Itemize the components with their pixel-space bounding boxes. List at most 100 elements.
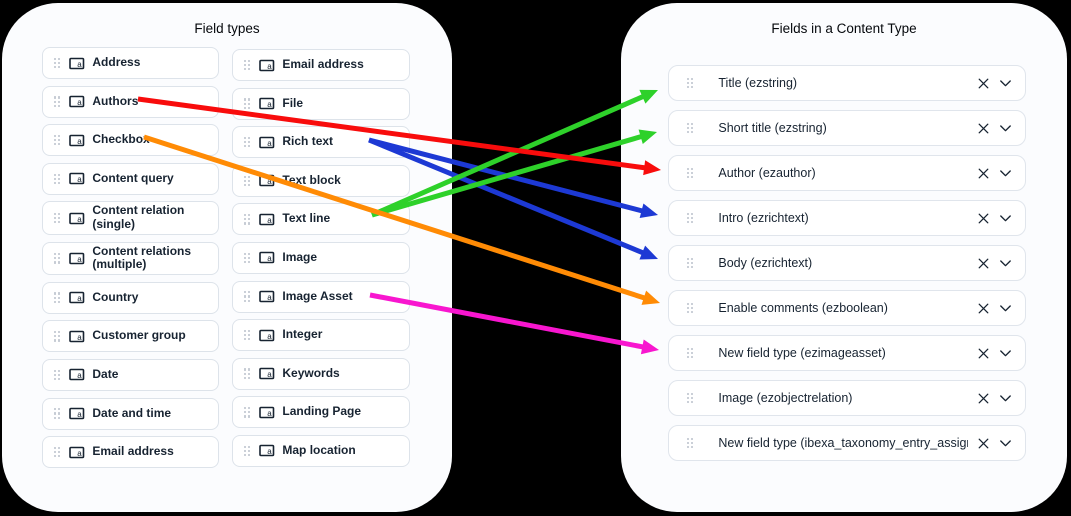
drag-handle-icon[interactable] (687, 347, 694, 359)
collapse-field-button[interactable] (999, 169, 1012, 178)
drag-handle-icon[interactable] (54, 331, 61, 342)
remove-field-button[interactable] (977, 302, 990, 315)
remove-field-button[interactable] (977, 347, 990, 360)
drag-handle-icon[interactable] (244, 175, 251, 187)
drag-handle-icon[interactable] (244, 368, 251, 380)
field-row-author-ezauthor[interactable]: Author (ezauthor) (668, 155, 1026, 191)
collapse-field-button[interactable] (999, 349, 1012, 358)
x-icon (978, 348, 989, 358)
drag-handle-icon[interactable] (244, 252, 251, 264)
collapse-field-button[interactable] (999, 214, 1012, 223)
field-type-icon: a (259, 136, 275, 149)
collapse-field-button[interactable] (999, 124, 1012, 133)
remove-field-button[interactable] (977, 257, 990, 270)
remove-field-button[interactable] (977, 212, 990, 225)
field-type-label: Map location (282, 443, 356, 458)
remove-field-button[interactable] (977, 437, 990, 450)
drag-handle-icon[interactable] (54, 253, 61, 264)
field-row-enable-comments-ezboolean[interactable]: Enable comments (ezboolean) (668, 290, 1026, 326)
field-row-intro-ezrichtext[interactable]: Intro (ezrichtext) (668, 200, 1026, 236)
collapse-field-button[interactable] (999, 79, 1012, 88)
svg-text:a: a (78, 136, 83, 145)
drag-handle-icon[interactable] (687, 122, 694, 134)
drag-handle-icon[interactable] (687, 437, 694, 449)
field-row-body-ezrichtext[interactable]: Body (ezrichtext) (668, 245, 1026, 281)
drag-handle-icon[interactable] (54, 57, 61, 69)
collapse-field-button[interactable] (999, 304, 1012, 313)
svg-text:a: a (268, 61, 273, 70)
drag-handle-icon[interactable] (244, 445, 251, 457)
collapse-field-button[interactable] (999, 394, 1012, 403)
field-row-new-field-type-ibexa-taxonomy-entry-assign[interactable]: New field type (ibexa_taxonomy_entry_ass… (668, 425, 1026, 461)
field-type-label: File (282, 95, 304, 110)
drag-handle-icon[interactable] (244, 59, 251, 71)
chevron-down-icon (1000, 124, 1011, 131)
drag-handle-icon[interactable] (54, 408, 61, 419)
drag-handle-icon[interactable] (54, 292, 61, 304)
field-type-label: Image Asset (282, 288, 353, 303)
field-row-short-title-ezstring[interactable]: Short title (ezstring) (668, 110, 1026, 146)
drag-handle-icon[interactable] (244, 329, 251, 341)
field-type-icon: a (69, 330, 85, 343)
remove-field-button[interactable] (977, 167, 990, 180)
drag-handle-icon[interactable] (54, 173, 61, 185)
field-type-icon: a (259, 290, 275, 303)
field-type-icon: a (259, 213, 275, 226)
field-type-icon: a (69, 212, 85, 225)
field-row-label: Body (ezrichtext) (718, 256, 813, 270)
drag-handle-icon[interactable] (687, 167, 694, 179)
field-type-label: Content query (92, 170, 174, 185)
drag-handle-icon[interactable] (244, 291, 251, 302)
drag-handle-icon[interactable] (54, 369, 61, 381)
drag-handle-icon[interactable] (54, 212, 61, 224)
remove-field-button[interactable] (977, 392, 990, 405)
drag-handle-icon[interactable] (687, 77, 694, 89)
drag-handle-icon[interactable] (244, 214, 251, 225)
field-type-image-asset[interactable]: a Image Asset (232, 280, 410, 313)
drag-handle-icon[interactable] (244, 407, 251, 418)
collapse-field-button[interactable] (999, 259, 1012, 268)
field-row-title-ezstring[interactable]: Title (ezstring) (668, 65, 1026, 101)
content-type-field-list: Title (ezstring) Short title (ezstring) Au… (668, 65, 1026, 461)
drag-handle-icon[interactable] (54, 446, 61, 458)
drag-handle-icon[interactable] (687, 257, 694, 269)
field-type-icon: a (69, 57, 85, 70)
drag-handle-icon[interactable] (244, 136, 251, 148)
drag-handle-icon[interactable] (687, 302, 694, 314)
remove-field-button[interactable] (977, 122, 990, 135)
x-icon (978, 258, 989, 268)
drag-handle-icon[interactable] (244, 98, 251, 109)
svg-text:a: a (78, 59, 83, 68)
field-row-label: New field type (ibexa_taxonomy_entry_ass… (718, 436, 968, 450)
field-row-image-ezobjectrelation[interactable]: Image (ezobjectrelation) (668, 380, 1026, 416)
drag-handle-icon[interactable] (54, 134, 61, 146)
field-row-new-field-type-ezimageasset[interactable]: New field type (ezimageasset) (668, 335, 1026, 371)
drag-handle-icon[interactable] (687, 212, 694, 224)
drag-handle-icon[interactable] (687, 392, 694, 404)
remove-field-button[interactable] (977, 77, 990, 90)
collapse-field-button[interactable] (999, 439, 1012, 448)
drag-handle-icon[interactable] (54, 96, 61, 107)
